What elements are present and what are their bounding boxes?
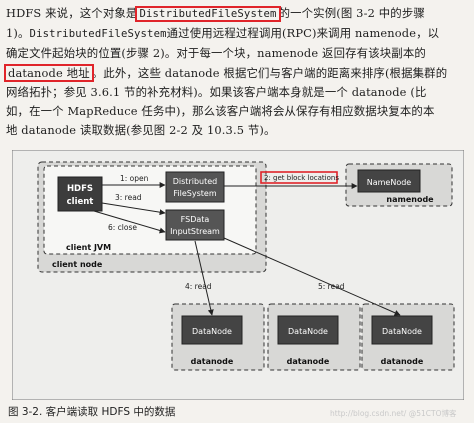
text-line-5: 网络拓扑；参见 3.6.1 节的补充材料)。如果该客户端本身就是一个 datan… bbox=[6, 84, 427, 99]
dfs-label-1: Distributed bbox=[173, 177, 217, 186]
text-line-2: 1)。DistributedFileSystem通过使用远程过程调用(RPC)来… bbox=[6, 26, 440, 41]
svg-text:DataNode: DataNode bbox=[192, 327, 232, 336]
arrow-read-5 bbox=[223, 237, 401, 316]
client-jvm-label: client JVM bbox=[66, 243, 111, 252]
client-node-label: client node bbox=[52, 260, 103, 269]
datanode-1: DataNode datanode bbox=[171, 303, 265, 371]
step-close-label: 6: close bbox=[108, 223, 137, 232]
namenode-box-label: NameNode bbox=[367, 178, 412, 187]
dfs-label-2: FileSystem bbox=[173, 189, 216, 198]
namenode-label: namenode bbox=[386, 195, 434, 204]
namenode-box bbox=[357, 169, 421, 193]
hdfs-client-box bbox=[57, 176, 103, 212]
datanode-3: DataNode datanode bbox=[361, 303, 455, 371]
hdfs-read-figure: HDFS client Distributed FileSystem FSDat… bbox=[11, 149, 465, 404]
svg-text:datanode: datanode bbox=[191, 357, 234, 366]
fsdata-inputstream-box bbox=[165, 209, 225, 241]
step-open-label: 1: open bbox=[120, 174, 149, 183]
highlight-distributed-filesystem: DistributedFileSystem bbox=[135, 6, 281, 22]
arrow-read bbox=[101, 202, 166, 216]
svg-text:datanode: datanode bbox=[381, 357, 424, 366]
highlight-datanode-address: datanode 地址 bbox=[4, 63, 94, 82]
text-line-3: 确定文件起始块的位置(步骤 2)。对于每一个块，namenode 返回存有该块副… bbox=[6, 46, 426, 61]
hdfs-read-diagram: HDFS client Distributed FileSystem FSDat… bbox=[11, 149, 465, 401]
hdfs-client-label-2: client bbox=[67, 197, 94, 207]
fsdata-label-1: FSData bbox=[181, 215, 210, 224]
fsdata-label-2: InputStream bbox=[170, 227, 220, 236]
hdfs-client-label-1: HDFS bbox=[67, 184, 93, 194]
step-read5-label: 5: read bbox=[318, 282, 345, 291]
highlight-get-block-locations bbox=[260, 171, 338, 184]
distributed-filesystem-box bbox=[165, 171, 225, 203]
step-read4-label: 4: read bbox=[185, 282, 212, 291]
text-line-6: 如，在一个 MapReduce 任务中)，那么该客户端将会从保存有相应数据块复本… bbox=[6, 104, 435, 119]
svg-text:DataNode: DataNode bbox=[288, 327, 328, 336]
datanode-2: DataNode datanode bbox=[267, 303, 361, 371]
step-read-label: 3: read bbox=[115, 193, 142, 202]
svg-text:datanode: datanode bbox=[287, 357, 330, 366]
text-line-4: datanode 地址。此外，这些 datanode 根据它们与客户端的距离来排… bbox=[4, 63, 448, 82]
watermark: http://blog.csdn.net/ @51CTO博客 bbox=[330, 409, 457, 418]
svg-text:DataNode: DataNode bbox=[382, 327, 422, 336]
text-line-7: 地 datanode 读取数据(参见图 2-2 及 10.3.5 节)。 bbox=[6, 123, 276, 138]
arrow-read-4 bbox=[194, 240, 214, 316]
figure-caption: 图 3-2. 客户端读取 HDFS 中的数据 bbox=[8, 406, 176, 418]
step-get-block-label: 2: get block locations bbox=[264, 174, 339, 182]
arrow-close bbox=[93, 210, 166, 234]
